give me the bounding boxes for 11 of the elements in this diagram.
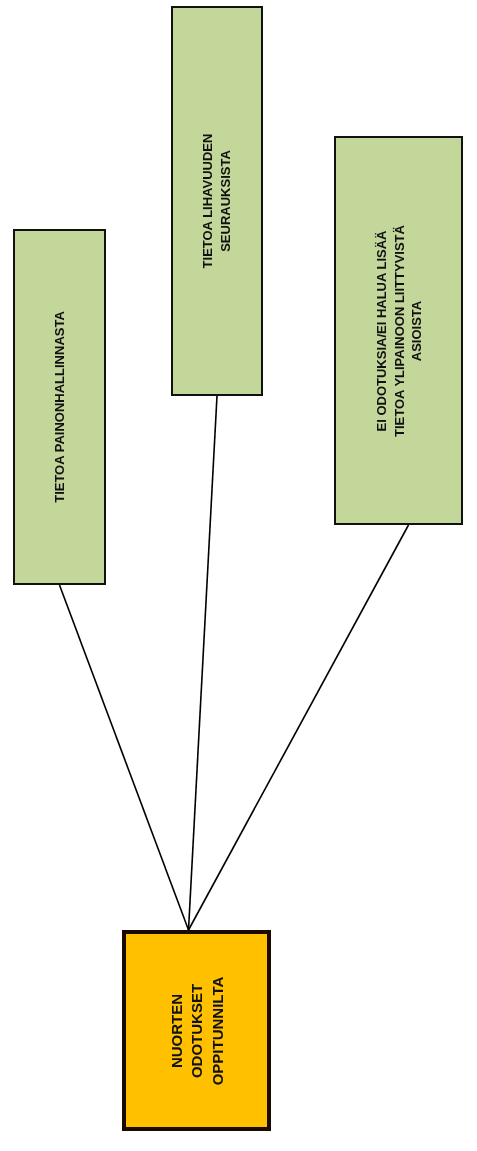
topic-text: EI ODOTUKSIA/EI HALUA LISÄÄ TIETOA YLIPAINOON LIITTYVISTÄ ASIOISTA: [372, 223, 425, 439]
topic-box: [171, 6, 263, 396]
topic-text: TIETOA PAINONHALLINNASTA: [50, 310, 68, 505]
topic-text: TIETOA LIHAVUUDEN SEURAUKSISTA: [199, 132, 234, 271]
connector-line: [187, 395, 218, 931]
main-topic-box: [122, 930, 271, 1131]
main-topic-text: NUORTEN ODOTUKSET OPPITUNNILTA: [166, 975, 226, 1087]
topic-box: [13, 229, 106, 585]
connector-line: [58, 584, 190, 931]
connector-line: [187, 524, 410, 931]
topic-box: [334, 136, 463, 525]
